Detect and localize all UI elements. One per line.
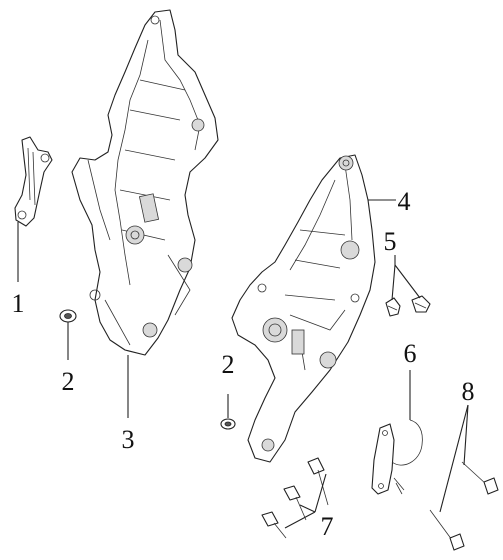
callout-3: 3 (122, 425, 135, 454)
callout-4: 4 (398, 187, 411, 216)
part-7-bolts (261, 457, 329, 539)
callout-1: 1 (12, 289, 25, 318)
part-8-long-bolts (429, 461, 499, 551)
callout-7: 7 (321, 512, 334, 541)
callout-5: 5 (384, 227, 397, 256)
part-4-inner-housing (231, 154, 376, 463)
callout-labels: 1 2 3 2 4 5 6 7 8 (12, 187, 475, 541)
callout-2-left: 2 (62, 367, 75, 396)
part-5-clips (385, 295, 431, 317)
part-6-bracket-wire (371, 419, 423, 495)
leader-lines (17, 199, 469, 529)
part-3-housing (71, 9, 219, 356)
part-2-washer-left (59, 309, 77, 323)
part-1-bracket (14, 136, 53, 227)
callout-2-right: 2 (222, 350, 235, 379)
callout-6: 6 (404, 339, 417, 368)
part-2-washer-right (220, 418, 236, 430)
callout-8: 8 (462, 377, 475, 406)
